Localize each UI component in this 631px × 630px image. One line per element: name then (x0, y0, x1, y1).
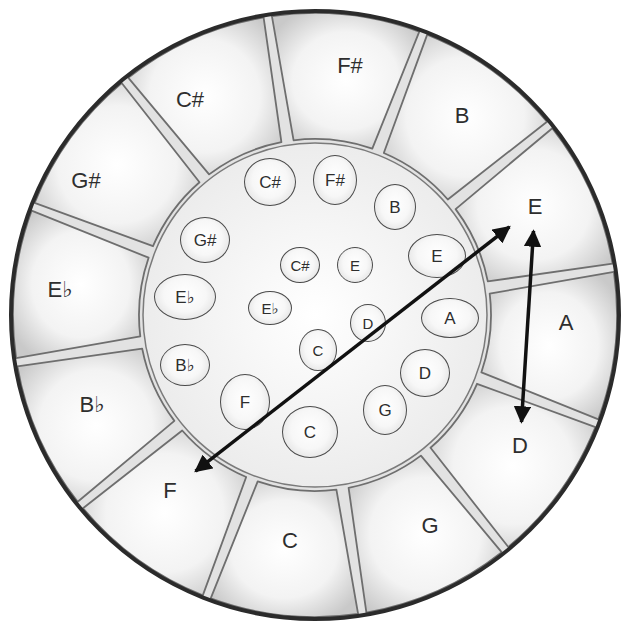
note-name: E♭ (47, 279, 72, 301)
outer-wall (11, 11, 619, 619)
note-name: B (455, 105, 470, 127)
outer-cell-label-box: F# (322, 44, 378, 88)
note-name: G# (71, 170, 100, 192)
outer-cell-label-box: A (542, 301, 590, 345)
note-cell: G (363, 385, 407, 435)
note-cell: D (400, 349, 450, 397)
note-cell: B♭ (160, 344, 210, 386)
interval-arrow (522, 231, 534, 422)
note-name: D (512, 435, 528, 457)
note-cell: E (408, 234, 466, 278)
note-cell: C (282, 406, 338, 458)
note-name: F# (337, 55, 363, 77)
note-name: G# (194, 232, 217, 249)
note-cell: E (337, 247, 373, 283)
outer-cell-label-box: B♭ (64, 383, 120, 427)
outer-cell-label-box: G# (58, 159, 114, 203)
note-name: A (559, 312, 574, 334)
note-name: A (444, 310, 455, 327)
note-name: C (304, 424, 316, 441)
note-name: C (313, 343, 324, 358)
note-cell: E♭ (248, 291, 292, 325)
note-cell: C (299, 329, 337, 371)
outer-cell-label-box: B (437, 94, 487, 138)
note-cell: E♭ (154, 274, 216, 320)
note-name: C (282, 530, 298, 552)
outer-cell (128, 17, 281, 174)
outer-cells (13, 13, 617, 617)
note-name: G (378, 402, 391, 419)
note-name: D (363, 316, 374, 331)
outer-cell-label-box: E (511, 185, 559, 229)
note-name: C# (259, 174, 281, 191)
outer-cell-label-box: F (146, 469, 194, 513)
ring-ground (11, 11, 619, 619)
note-cell: D (350, 304, 386, 342)
note-name: E♭ (175, 289, 194, 306)
outer-cell-label-box: E♭ (32, 268, 88, 312)
note-cell: C# (280, 247, 320, 283)
note-name: D (419, 365, 431, 382)
inner-ground (143, 143, 487, 487)
note-name: G (421, 515, 438, 537)
note-cell: C# (244, 158, 296, 206)
note-cell: F (220, 374, 270, 430)
note-name: F# (325, 172, 345, 189)
outer-cell (456, 128, 613, 281)
note-name: C# (176, 89, 204, 111)
note-name: B (389, 199, 400, 216)
note-name: F (163, 480, 176, 502)
note-name: B♭ (175, 357, 194, 374)
interval-arrow (196, 227, 510, 471)
note-name: B♭ (79, 394, 104, 416)
outer-cell (349, 456, 502, 613)
note-name: E (431, 248, 442, 265)
outer-cell-label-box: D (496, 424, 544, 468)
note-cell: F# (313, 155, 357, 205)
outer-cell-label-box: C (266, 519, 314, 563)
note-cell: B (374, 184, 416, 230)
note-name: F (240, 394, 250, 411)
outer-cell-label-box: C# (162, 78, 218, 122)
note-cell: A (421, 298, 479, 338)
note-name: C# (290, 258, 309, 273)
note-name: E (350, 258, 360, 273)
note-name: E♭ (261, 301, 278, 316)
outer-cell-label-box: G (406, 504, 454, 548)
note-cell: G# (180, 217, 230, 263)
note-name: E (528, 196, 543, 218)
outer-cell (17, 349, 174, 502)
